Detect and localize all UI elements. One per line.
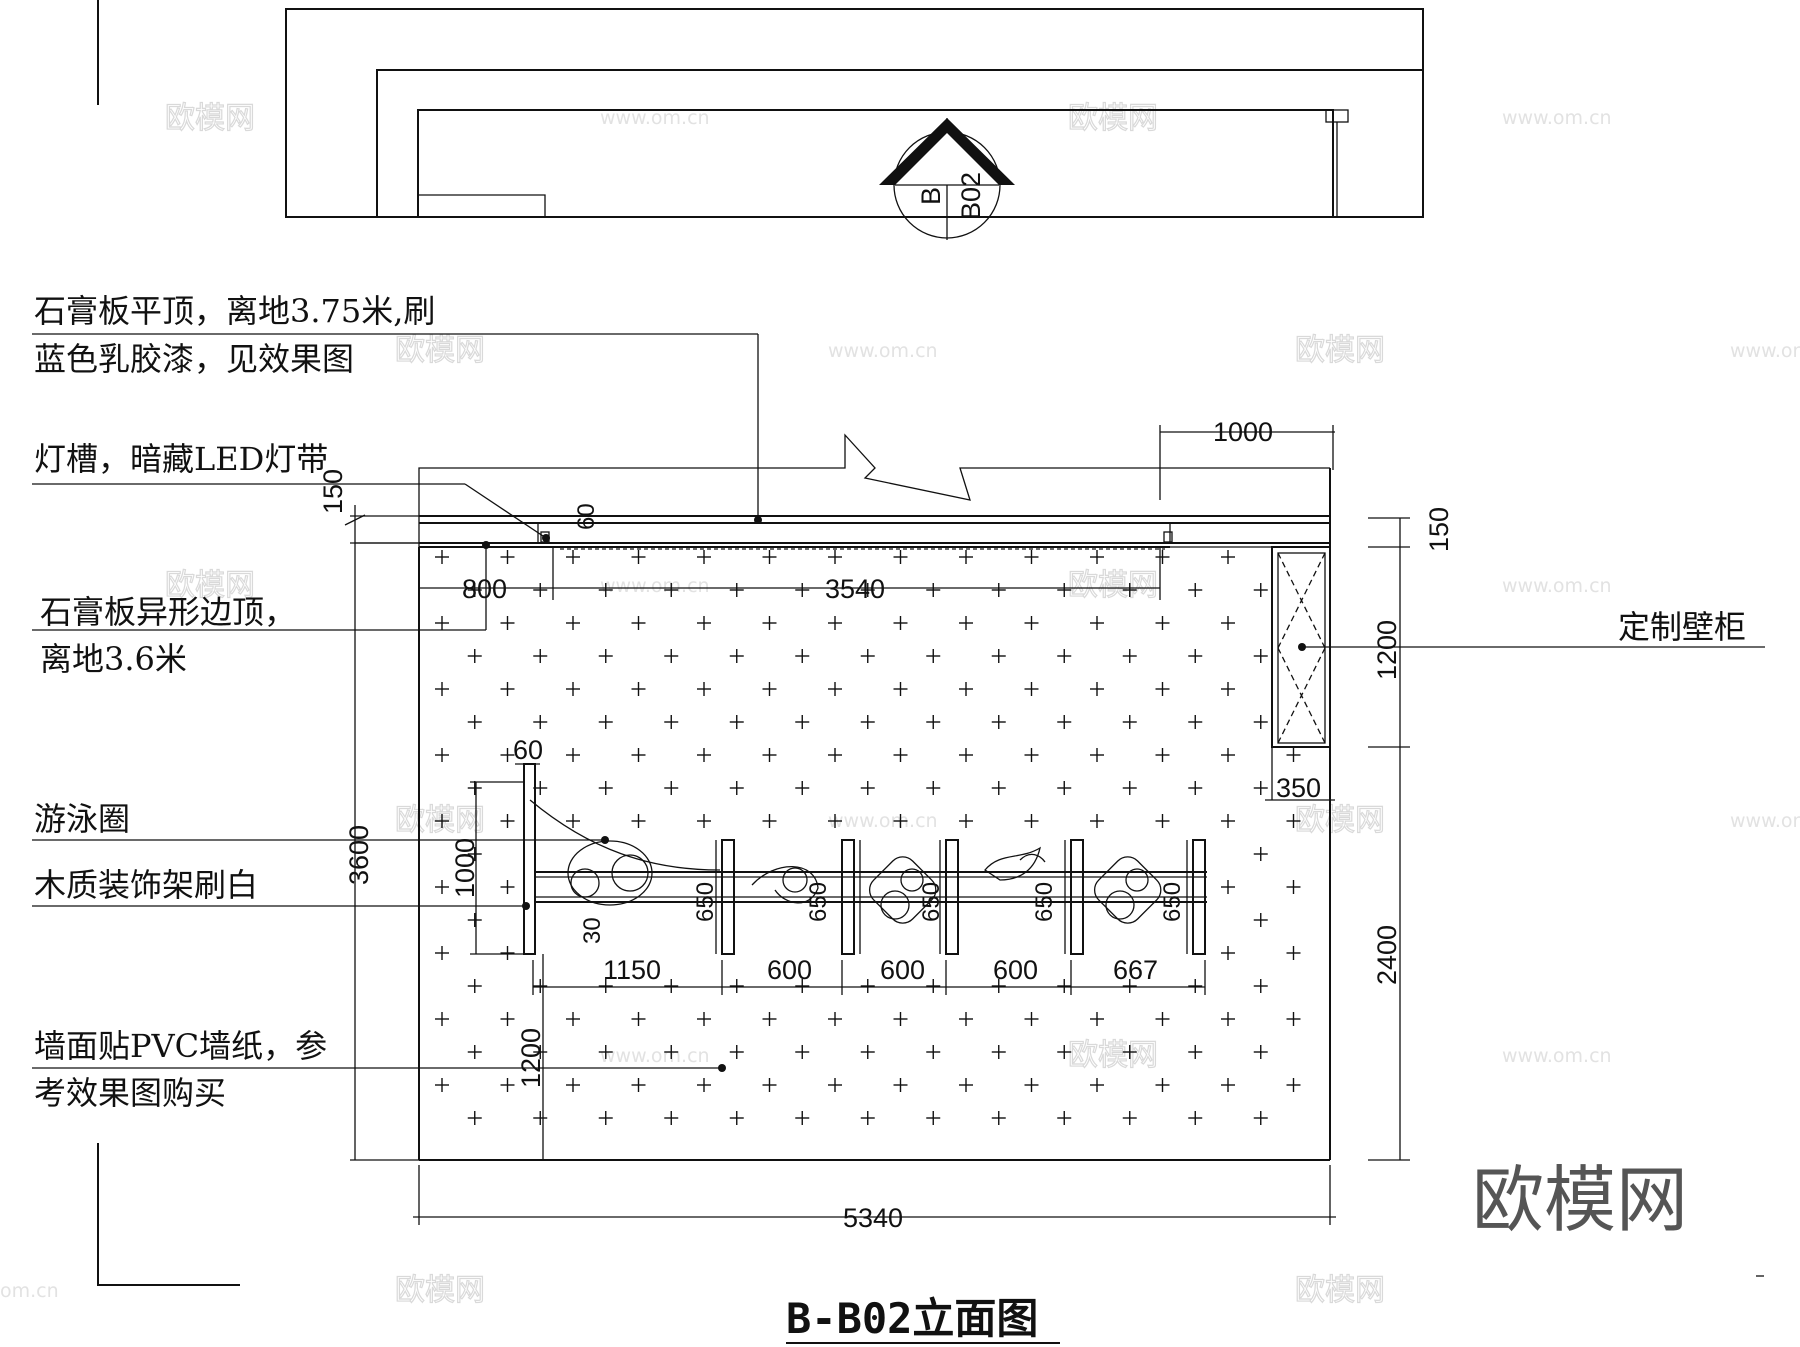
dim-30: 30 (579, 917, 606, 944)
section-letter: B (916, 187, 946, 205)
dim-3540: 3540 (825, 574, 885, 604)
annotations: 石膏板平顶，离地3.75米,刷 蓝色乳胶漆，见效果图 灯槽，暗藏LED灯带 石膏… (32, 292, 1765, 1112)
annotation-wallpaper-line2: 考效果图购买 (34, 1074, 226, 1112)
dim-1000-vertical: 1000 (450, 838, 480, 898)
dim-650: 650 (1159, 882, 1186, 922)
dim-1150: 1150 (603, 955, 661, 985)
watermark-url: www.om.cn (828, 340, 938, 362)
dim-600: 600 (767, 955, 812, 985)
watermark-logo: 欧模网 (1295, 1273, 1385, 1308)
watermark-logo: 欧模网 (1295, 803, 1385, 838)
watermark-logo: 欧模网 (1295, 333, 1385, 368)
dim-650: 650 (1031, 882, 1058, 922)
wood-shelf (523, 763, 1207, 955)
dim-1200-right: 1200 (1372, 620, 1402, 680)
watermark-logo: 欧模网 (1068, 101, 1158, 136)
dim-150-right: 150 (1424, 507, 1454, 552)
watermarks: 欧模网 欧模网 欧模网 欧模网 欧模网 欧模网 欧模网 欧模网 欧模网 欧模网 … (0, 100, 1800, 1308)
watermark-url: www.om.cn (828, 810, 938, 832)
watermark-logo: 欧模网 (395, 333, 485, 368)
annotation-edge-ceiling-line1: 石膏板异形边顶， (40, 593, 296, 631)
dim-600: 600 (993, 955, 1038, 985)
watermark-url: www.om.cn (600, 107, 710, 129)
dim-350: 350 (1276, 773, 1321, 803)
decor-object (567, 840, 653, 906)
annotation-edge-ceiling-line2: 离地3.6米 (40, 640, 187, 678)
dim-60-ceiling: 60 (573, 503, 600, 530)
annotation-ceiling-line2: 蓝色乳胶漆，见效果图 (34, 340, 354, 378)
watermark-url: www.om.cn (1502, 107, 1612, 129)
dim-800: 800 (462, 574, 507, 604)
watermark-url: www.om.cn (1502, 575, 1612, 597)
dim-650: 650 (692, 882, 719, 922)
decor-object (868, 856, 937, 924)
annotation-swim-ring: 游泳圈 (34, 800, 130, 838)
watermark-url: om.cn (0, 1280, 59, 1302)
dim-1000: 1000 (1213, 417, 1273, 447)
watermark-logo-large: 欧模网 (1472, 1158, 1688, 1242)
watermark-url: www.om.cn (600, 575, 710, 597)
watermark-url: www.om.cn (1502, 1045, 1612, 1067)
drawing-title: B-B02立面图 (786, 1294, 1038, 1343)
section-code: B02 (956, 172, 986, 220)
decor-object (984, 846, 1046, 881)
dimension-lines: 1000 150 60 3600 800 3540 150 1200 2400 … (318, 417, 1454, 1233)
decor-object (1093, 856, 1162, 924)
dim-3600: 3600 (344, 825, 374, 885)
watermark-url: www.om.cn (1730, 810, 1800, 832)
watermark-url: www.om.cn (600, 1045, 710, 1067)
dim-150-left: 150 (318, 469, 348, 514)
dim-650: 650 (805, 882, 832, 922)
watermark-logo: 欧模网 (1068, 1038, 1158, 1073)
watermark-logo: 欧模网 (1068, 568, 1158, 603)
annotation-light-trough: 灯槽，暗藏LED灯带 (34, 440, 328, 478)
watermark-logo: 欧模网 (395, 1273, 485, 1308)
dim-1200-lower: 1200 (516, 1028, 546, 1088)
watermark-url: www.om.cn (1730, 340, 1800, 362)
decor-object (751, 866, 819, 904)
annotation-wallpaper-line1: 墙面贴PVC墙纸，参 (34, 1027, 327, 1065)
watermark-logo: 欧模网 (165, 101, 255, 136)
frame-corner (97, 1143, 240, 1286)
dim-5340: 5340 (843, 1203, 903, 1233)
annotation-wood-shelf: 木质装饰架刷白 (34, 866, 258, 904)
wallpaper-pattern (435, 550, 1301, 1125)
dim-667: 667 (1113, 955, 1158, 985)
annotation-ceiling-line1: 石膏板平顶，离地3.75米,刷 (34, 292, 435, 330)
elevation (418, 433, 1331, 1161)
dim-2400-right: 2400 (1372, 925, 1402, 985)
dim-650: 650 (918, 882, 945, 922)
dim-600: 600 (880, 955, 925, 985)
plan-fragment (97, 0, 1424, 218)
section-marker: B B02 (879, 118, 1015, 240)
dim-60: 60 (513, 735, 543, 765)
annotation-cabinet: 定制壁柜 (1618, 608, 1746, 646)
watermark-logo: 欧模网 (165, 568, 255, 603)
